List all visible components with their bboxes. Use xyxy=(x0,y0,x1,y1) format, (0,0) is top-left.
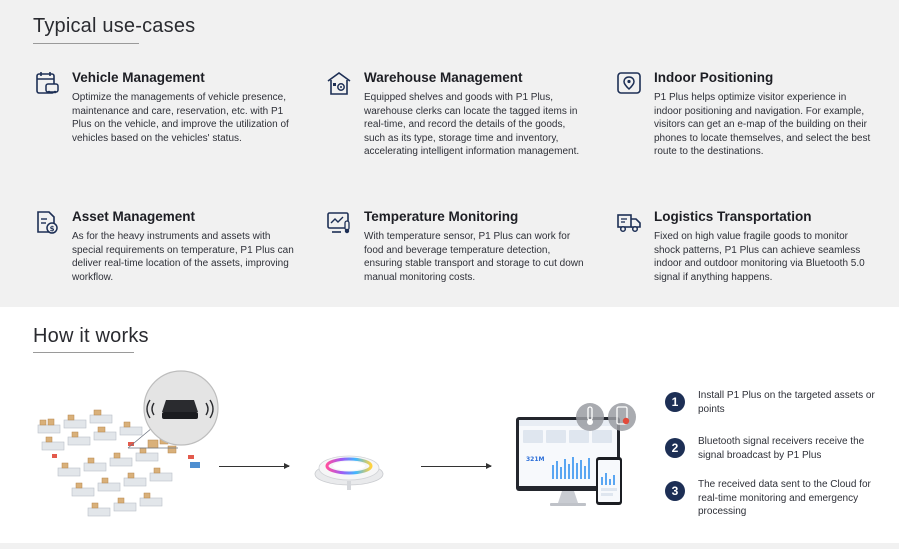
case-temperature-monitoring: Temperature Monitoring With temperature … xyxy=(327,209,604,284)
case-title: Indoor Positioning xyxy=(654,70,774,85)
how-it-works-title: How it works xyxy=(33,325,149,347)
typical-use-cases-section xyxy=(0,0,899,307)
typical-use-cases-underline xyxy=(33,43,139,44)
case-logistics-transportation: Logistics Transportation Fixed on high v… xyxy=(617,209,894,284)
step-number-badge: 2 xyxy=(665,438,685,458)
flow-arrow-1 xyxy=(219,463,290,469)
footer-strip xyxy=(0,543,899,549)
case-description: Equipped shelves and goods with P1 Plus,… xyxy=(364,92,580,157)
warehouse-illustration xyxy=(37,370,219,517)
case-title: Temperature Monitoring xyxy=(364,209,519,224)
case-warehouse-management: Warehouse Management Equipped shelves an… xyxy=(327,70,604,159)
dashboard-big-number: 321M xyxy=(526,456,545,463)
thermometer-bubble-icon xyxy=(576,403,604,431)
flow-arrow-2 xyxy=(421,463,492,469)
case-description: Fixed on high value fragile goods to mon… xyxy=(654,231,865,283)
bluetooth-receiver-illustration xyxy=(314,455,384,490)
step-number-badge: 1 xyxy=(665,392,685,412)
case-description: P1 Plus helps optimize visitor experienc… xyxy=(654,92,871,157)
case-title: Logistics Transportation xyxy=(654,209,812,224)
battery-alert-bubble-icon xyxy=(608,403,636,431)
case-description: As for the heavy instruments and assets … xyxy=(72,231,294,283)
case-indoor-positioning: Indoor Positioning P1 Plus helps optimiz… xyxy=(617,70,894,159)
warehouse-gear-icon xyxy=(327,72,351,95)
monitor-thermometer-icon xyxy=(327,212,350,234)
case-description: Optimize the managements of vehicle pres… xyxy=(72,92,289,144)
case-title: Asset Management xyxy=(72,209,196,224)
warehouse-shelves xyxy=(37,414,173,517)
map-pin-icon xyxy=(617,72,641,94)
magnifier-connector xyxy=(127,427,153,449)
step-text: Install P1 Plus on the targeted assets o… xyxy=(698,390,875,415)
cargo-boxes xyxy=(39,409,177,509)
document-dollar-icon: $ xyxy=(37,211,58,234)
step-text: Bluetooth signal receivers receive the s… xyxy=(698,436,865,461)
case-title: Vehicle Management xyxy=(72,70,205,85)
case-title: Warehouse Management xyxy=(364,70,523,85)
forklifts xyxy=(52,442,194,459)
case-vehicle-management: Vehicle Management Optimize the manageme… xyxy=(36,70,312,145)
truck-icon xyxy=(617,214,641,233)
p1-plus-tag-icon xyxy=(146,399,214,419)
cloud-dashboard-illustration: 321M xyxy=(516,403,636,506)
vehicle-calendar-icon xyxy=(36,72,59,94)
case-description: With temperature sensor, P1 Plus can wor… xyxy=(364,231,584,283)
case-asset-management: $ Asset Management As for the heavy inst… xyxy=(37,209,312,284)
how-it-works-underline xyxy=(33,352,134,353)
vehicle xyxy=(190,462,200,468)
typical-use-cases-title: Typical use-cases xyxy=(33,15,196,37)
step-number-badge: 3 xyxy=(665,481,685,501)
svg-text:$: $ xyxy=(50,225,55,233)
step-text: The received data sent to the Cloud for … xyxy=(698,479,871,517)
